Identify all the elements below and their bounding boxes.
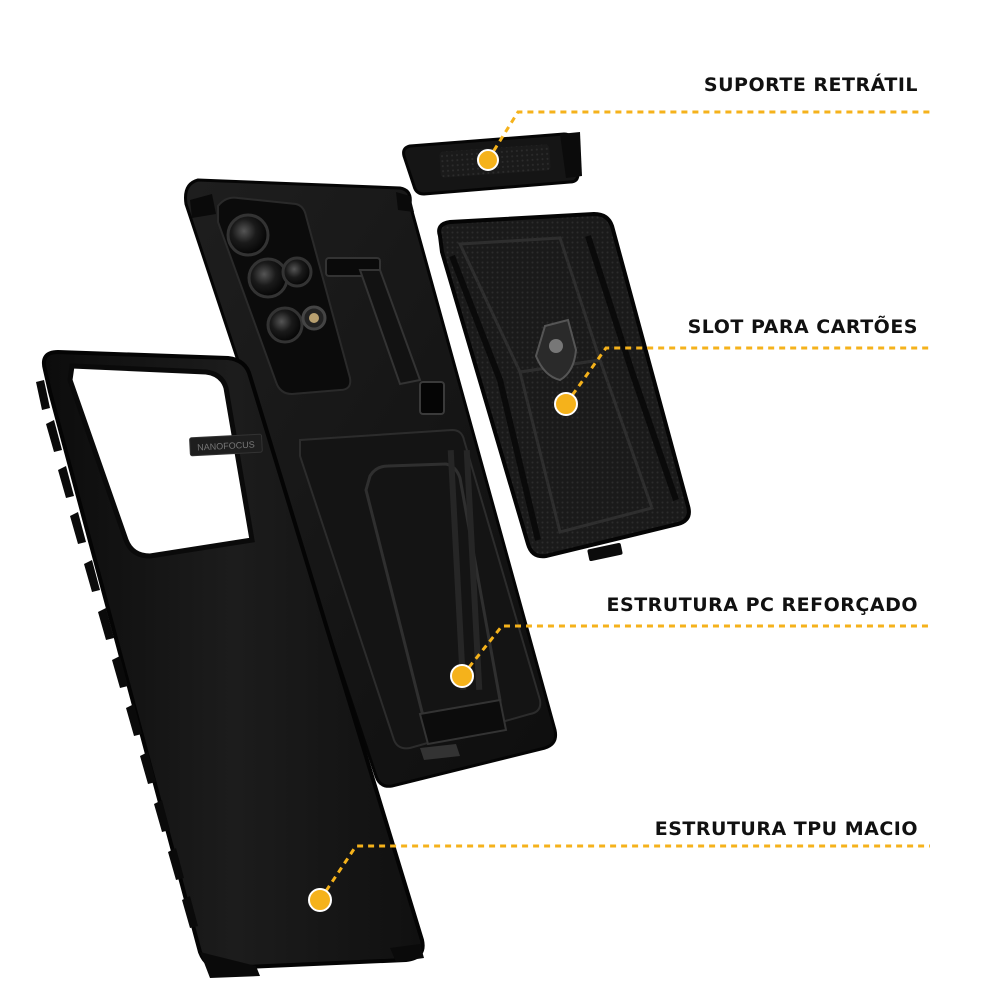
callout-dot-suporte (477, 149, 499, 171)
tpu-frame: NANOFOCUS (36, 349, 425, 978)
leader-slot (564, 346, 930, 405)
lens-marking-text: NANOFOCUS (197, 440, 255, 453)
callout-dot-pc (450, 664, 474, 688)
callout-label-slot: SLOT PARA CARTÕES (687, 316, 918, 338)
leader-suporte (486, 110, 930, 161)
pc-shell (184, 178, 557, 788)
gorilla-shield-icon (534, 318, 578, 382)
callout-dot-slot (554, 392, 578, 416)
callout-label-pc: ESTRUTURA PC REFORÇADO (606, 594, 918, 616)
card-slot-cover (437, 211, 691, 562)
callout-label-tpu: ESTRUTURA TPU MACIO (654, 818, 918, 840)
callout-dot-tpu (308, 888, 332, 912)
leader-tpu (318, 844, 930, 901)
callout-leaders (318, 110, 930, 901)
callout-label-suporte: SUPORTE RETRÁTIL (703, 74, 918, 96)
callout-dots (308, 149, 578, 912)
